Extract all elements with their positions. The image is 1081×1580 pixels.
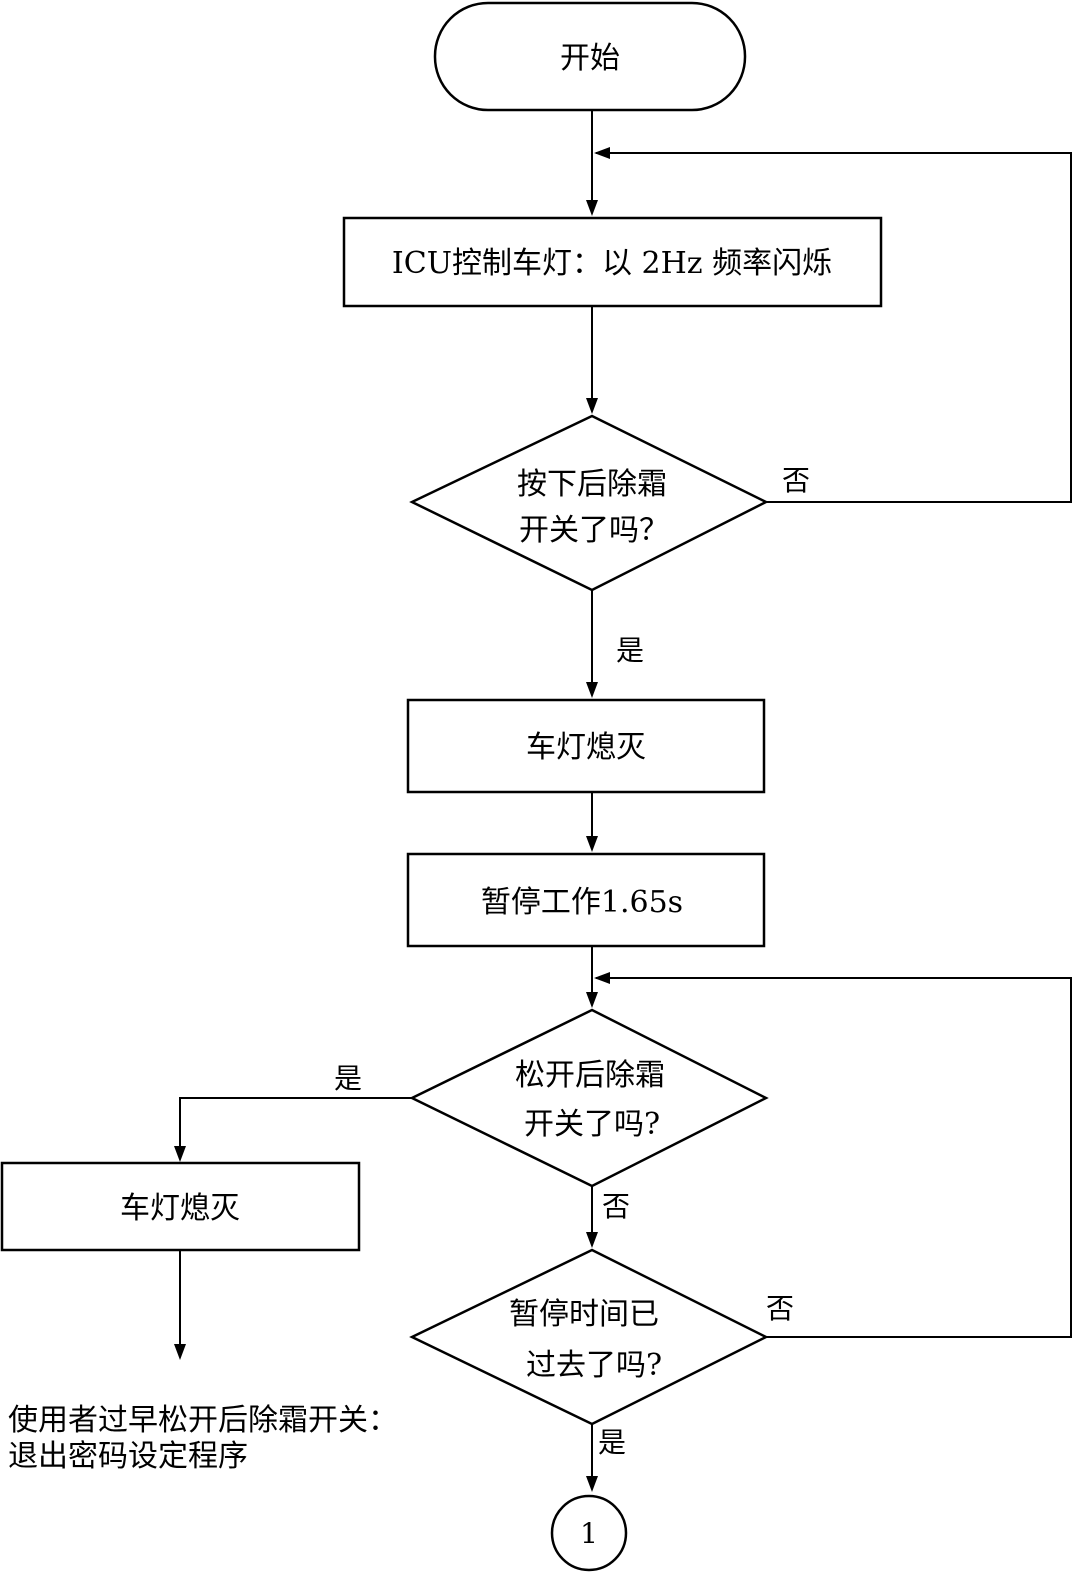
release-yes-label: 是 bbox=[334, 1062, 362, 1095]
connector-label: 1 bbox=[580, 1517, 598, 1550]
arrowhead bbox=[586, 1232, 598, 1248]
lights-off-box-2 bbox=[0, 1161, 361, 1252]
edge-press-no-loop bbox=[596, 152, 1072, 503]
release-label-line2: 开关了吗? bbox=[524, 1107, 660, 1142]
press-no-label: 否 bbox=[782, 464, 810, 497]
time-no-label: 否 bbox=[766, 1292, 794, 1325]
lights-off-1-label: 车灯熄灭 bbox=[526, 730, 646, 765]
time-label-line2: 过去了吗? bbox=[526, 1348, 662, 1383]
arrowhead bbox=[586, 200, 598, 216]
release-label-line1: 松开后除霜 bbox=[515, 1058, 665, 1093]
arrowhead bbox=[174, 1146, 186, 1162]
exit-note-line2: 退出密码设定程序 bbox=[8, 1439, 248, 1474]
flash-process-box bbox=[342, 216, 883, 308]
time-decision-diamond bbox=[409, 1248, 769, 1426]
start-terminal bbox=[433, 1, 747, 112]
lights-off-box-1 bbox=[406, 698, 766, 794]
lights-off-2-label: 车灯熄灭 bbox=[120, 1191, 240, 1226]
pause-label: 暂停工作1.65s bbox=[481, 885, 683, 920]
pause-process-box bbox=[406, 852, 766, 948]
flash-label: ICU控制车灯：以 2Hz 频率闪烁 bbox=[392, 246, 832, 281]
start-label: 开始 bbox=[560, 41, 620, 76]
arrowhead bbox=[586, 398, 598, 414]
arrowhead bbox=[586, 1476, 598, 1492]
arrowhead bbox=[586, 836, 598, 852]
arrowhead bbox=[586, 682, 598, 698]
edge-release-yes bbox=[179, 1097, 412, 1158]
release-no-label: 否 bbox=[602, 1190, 630, 1223]
connector-circle bbox=[550, 1494, 628, 1572]
exit-note-line1: 使用者过早松开后除霜开关： bbox=[8, 1403, 398, 1438]
press-label-line2: 开关了吗？ bbox=[519, 513, 669, 548]
press-label-line1: 按下后除霜 bbox=[517, 467, 667, 502]
time-yes-label: 是 bbox=[598, 1426, 626, 1459]
edge-time-no-loop bbox=[596, 977, 1072, 1338]
arrowhead bbox=[594, 147, 610, 159]
time-label-line1: 暂停时间已 bbox=[509, 1297, 659, 1332]
press-decision-diamond bbox=[409, 414, 769, 592]
arrowhead bbox=[586, 992, 598, 1008]
release-decision-diamond bbox=[409, 1008, 769, 1188]
arrowhead bbox=[174, 1344, 186, 1360]
arrowhead bbox=[594, 972, 610, 984]
press-yes-label: 是 bbox=[616, 634, 644, 667]
